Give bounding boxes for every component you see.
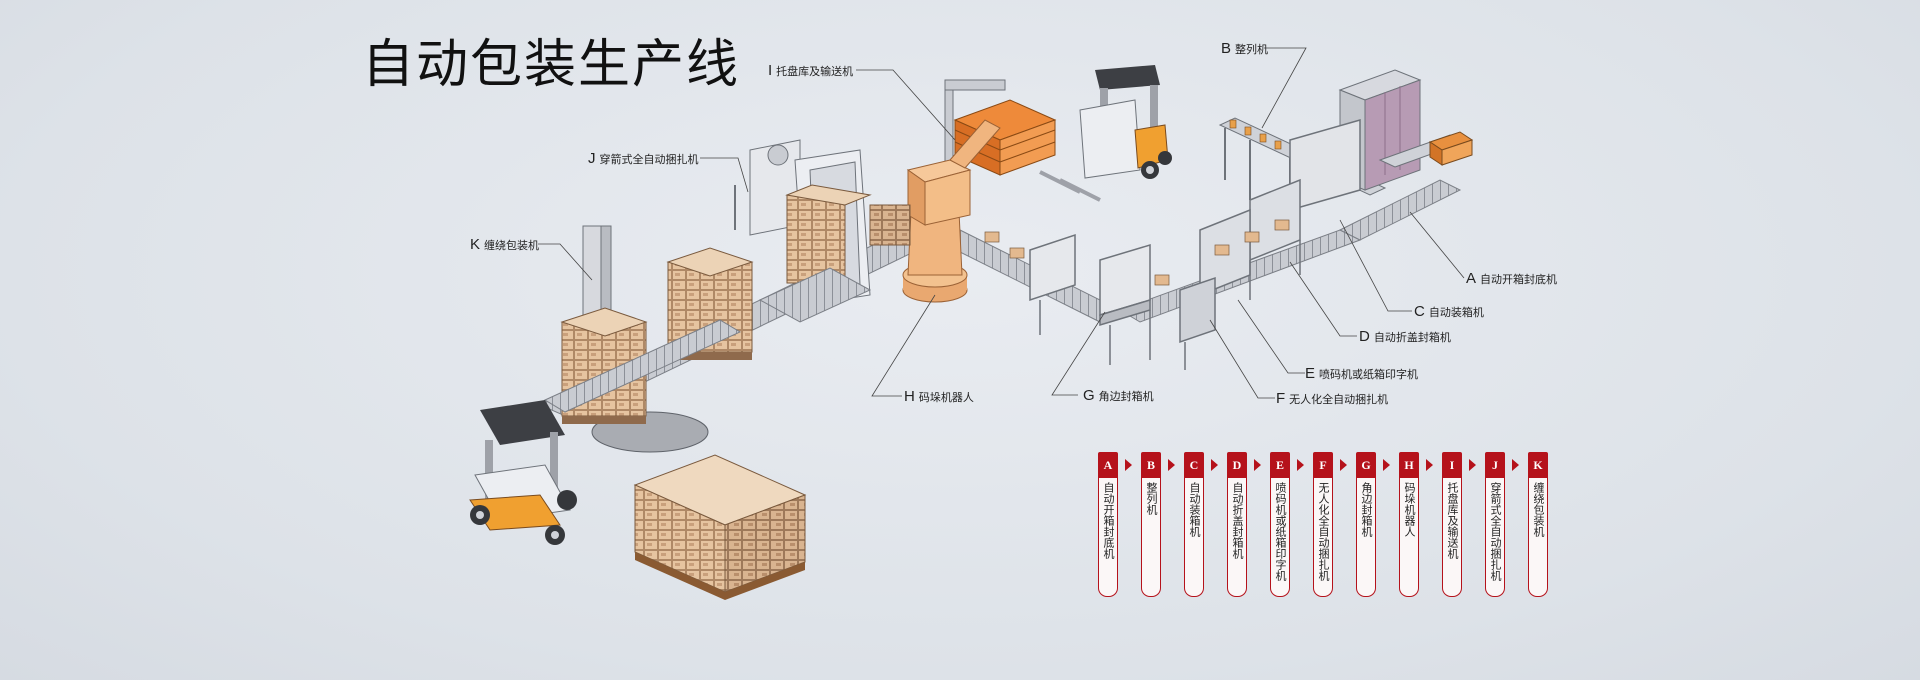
machine-e-f-g <box>1029 233 1216 370</box>
forklift-bottom <box>469 400 577 545</box>
machine-h-palletizing-robot <box>902 119 1001 303</box>
process-arrow <box>1469 459 1476 471</box>
process-arrow <box>1168 459 1175 471</box>
callout-leader-lines <box>538 47 1465 399</box>
process-arrow <box>1254 459 1261 471</box>
process-step-c: C 自动装箱机 <box>1184 452 1204 598</box>
process-arrow <box>1383 459 1390 471</box>
process-step-f: F 无人化全自动捆扎机 <box>1313 452 1333 598</box>
process-step-e: E 喷码机或纸箱印字机 <box>1270 452 1290 598</box>
forklift-top <box>1039 65 1172 202</box>
process-step-a: A 自动开箱封底机 <box>1098 452 1118 598</box>
process-step-h: H 码垛机器人 <box>1399 452 1419 598</box>
process-step-d: D 自动折盖封箱机 <box>1227 452 1247 598</box>
process-arrow <box>1512 459 1519 471</box>
process-step-g: G 角边封箱机 <box>1356 452 1376 598</box>
process-step-j: J 穿箭式全自动捆扎机 <box>1485 452 1505 598</box>
process-arrow <box>1426 459 1433 471</box>
process-step-k: K 缠绕包装机 <box>1528 452 1548 598</box>
process-arrow <box>1297 459 1304 471</box>
conveyor-rollers-mid <box>758 267 872 323</box>
page-title: 自动包装生产线 <box>362 35 741 95</box>
process-step-i: I 托盘库及输送机 <box>1442 452 1462 598</box>
process-arrow <box>1125 459 1132 471</box>
process-arrow <box>1211 459 1218 471</box>
process-flow: A 自动开箱封底机 B 整列机 C 自动装箱机 D 自动折盖封箱机 E 喷码机或… <box>1098 452 1550 598</box>
exit-conveyor <box>543 319 742 413</box>
finished-pallet <box>633 454 807 600</box>
process-arrow <box>1340 459 1347 471</box>
process-step-b: B 整列机 <box>1141 452 1161 598</box>
